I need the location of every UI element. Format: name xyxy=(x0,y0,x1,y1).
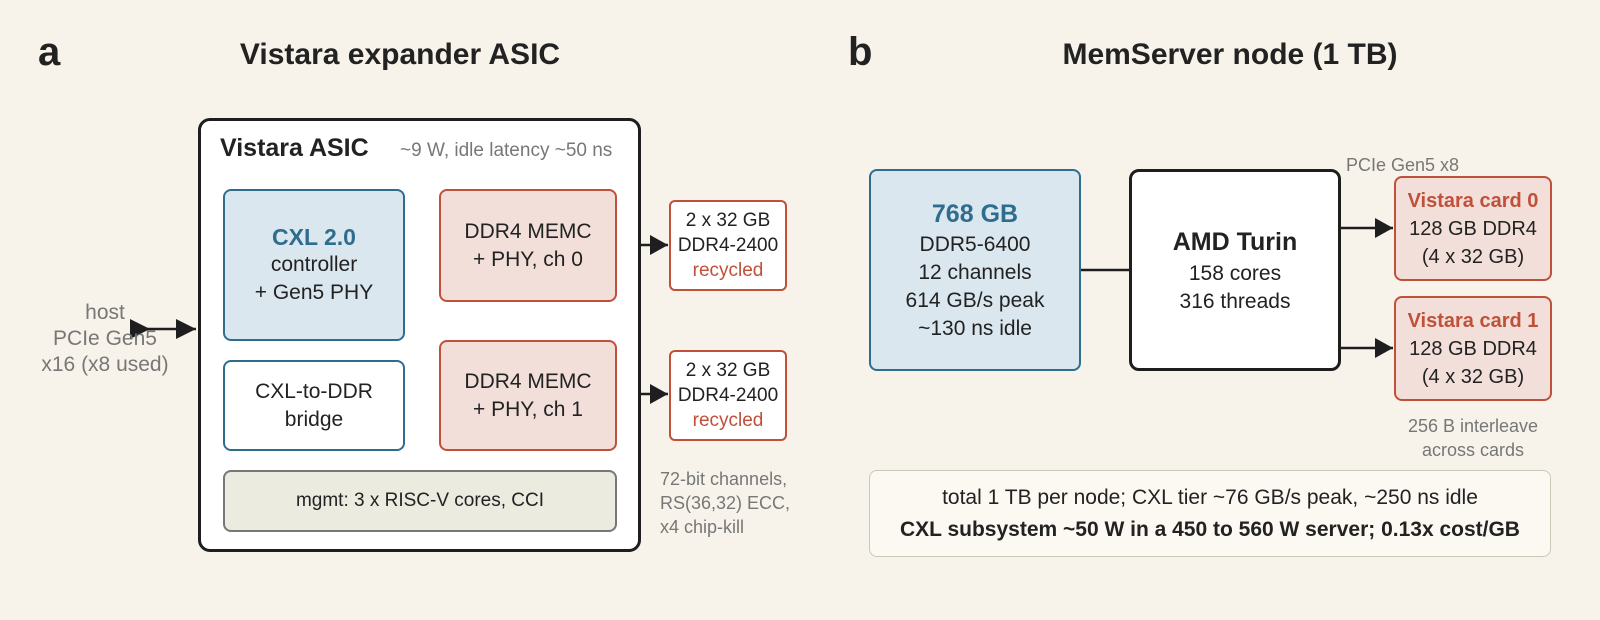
dimm-ch0: 2 x 32 GB DDR4-2400 recycled xyxy=(669,200,787,291)
asic-title: Vistara ASIC xyxy=(220,134,369,162)
dram-capacity: 768 GB xyxy=(931,200,1019,228)
dram-line2: DDR5-6400 xyxy=(919,233,1031,256)
card0-line2: 128 GB DDR4 xyxy=(1409,217,1537,240)
memc-ch0-block: DDR4 MEMC + PHY, ch 0 xyxy=(439,189,617,302)
card0-title: Vistara card 0 xyxy=(1407,189,1539,212)
pcie-link-label: PCIe Gen5 x8 xyxy=(1346,155,1460,175)
cxl-version: CXL 2.0 xyxy=(272,224,356,250)
interleave-line2: across cards xyxy=(1421,440,1525,460)
dimm-ch1: 2 x 32 GB DDR4-2400 recycled xyxy=(669,350,787,441)
ecc-line3: x4 chip-kill xyxy=(660,517,745,537)
card0-line3: (4 x 32 GB) xyxy=(1421,245,1525,268)
host-line1: host xyxy=(85,301,125,324)
dimm0-line3: recycled xyxy=(692,260,764,281)
dram-line4: 614 GB/s peak xyxy=(905,289,1045,312)
summary-box: total 1 TB per node; CXL tier ~76 GB/s p… xyxy=(869,470,1551,557)
asic-spec: ~9 W, idle latency ~50 ns xyxy=(400,140,613,161)
dimm0-line1: 2 x 32 GB xyxy=(685,210,771,231)
dimm0-line2: DDR4-2400 xyxy=(677,235,779,256)
cpu-name: AMD Turin xyxy=(1172,228,1298,256)
cxl-ddr-bridge-block: CXL-to-DDR bridge xyxy=(223,360,405,451)
cpu-line2: 158 cores xyxy=(1188,262,1282,285)
panel-a-letter: a xyxy=(38,30,61,74)
ddr5-memory-block: 768 GB DDR5-6400 12 channels 614 GB/s pe… xyxy=(869,169,1081,371)
host-line3: x16 (x8 used) xyxy=(41,353,169,376)
ecc-note: 72-bit channels, RS(36,32) ECC, x4 chip-… xyxy=(660,467,790,539)
cxl-controller-block: CXL 2.0 controller + Gen5 PHY xyxy=(223,189,405,341)
dram-line5: ~130 ns idle xyxy=(918,317,1032,340)
mgmt-block: mgmt: 3 x RISC-V cores, CCI xyxy=(223,470,617,532)
summary-line2: CXL subsystem ~50 W in a 450 to 560 W se… xyxy=(900,517,1520,541)
card1-line2: 128 GB DDR4 xyxy=(1409,337,1537,360)
card1-line3: (4 x 32 GB) xyxy=(1421,365,1525,388)
ecc-line2: RS(36,32) ECC, xyxy=(660,493,791,513)
memc0-line2: + PHY, ch 0 xyxy=(473,247,583,271)
host-label: host PCIe Gen5 x16 (x8 used) xyxy=(30,300,180,378)
bridge-line2: bridge xyxy=(284,407,344,431)
interleave-line1: 256 B interleave xyxy=(1407,416,1539,436)
dimm1-line3: recycled xyxy=(692,410,764,431)
dimm1-line1: 2 x 32 GB xyxy=(685,360,771,381)
dram-line3: 12 channels xyxy=(918,261,1032,284)
cxl-line2: controller xyxy=(270,253,358,276)
summary-line1: total 1 TB per node; CXL tier ~76 GB/s p… xyxy=(942,485,1478,509)
panel-b-letter: b xyxy=(848,30,873,74)
card1-title: Vistara card 1 xyxy=(1407,309,1539,332)
bridge-line1: CXL-to-DDR xyxy=(255,379,373,403)
memc0-line1: DDR4 MEMC xyxy=(464,219,592,243)
panel-b-title: MemServer node (1 TB) xyxy=(1062,38,1398,71)
vistara-card-0: Vistara card 0 128 GB DDR4 (4 x 32 GB) xyxy=(1394,176,1552,281)
cxl-line3: + Gen5 PHY xyxy=(254,281,374,304)
panel-a-title: Vistara expander ASIC xyxy=(239,38,561,71)
memc1-line1: DDR4 MEMC xyxy=(464,369,592,393)
ecc-line1: 72-bit channels, xyxy=(660,469,788,489)
cpu-block: AMD Turin 158 cores 316 threads xyxy=(1129,169,1341,371)
dimm1-line2: DDR4-2400 xyxy=(677,385,779,406)
memc1-line2: + PHY, ch 1 xyxy=(473,397,583,421)
interleave-note: 256 B interleave across cards xyxy=(1380,414,1566,462)
host-line2: PCIe Gen5 xyxy=(53,327,157,350)
vistara-card-1: Vistara card 1 128 GB DDR4 (4 x 32 GB) xyxy=(1394,296,1552,401)
mgmt-label: mgmt: 3 x RISC-V cores, CCI xyxy=(295,490,545,511)
cpu-line3: 316 threads xyxy=(1179,290,1291,313)
memc-ch1-block: DDR4 MEMC + PHY, ch 1 xyxy=(439,340,617,451)
